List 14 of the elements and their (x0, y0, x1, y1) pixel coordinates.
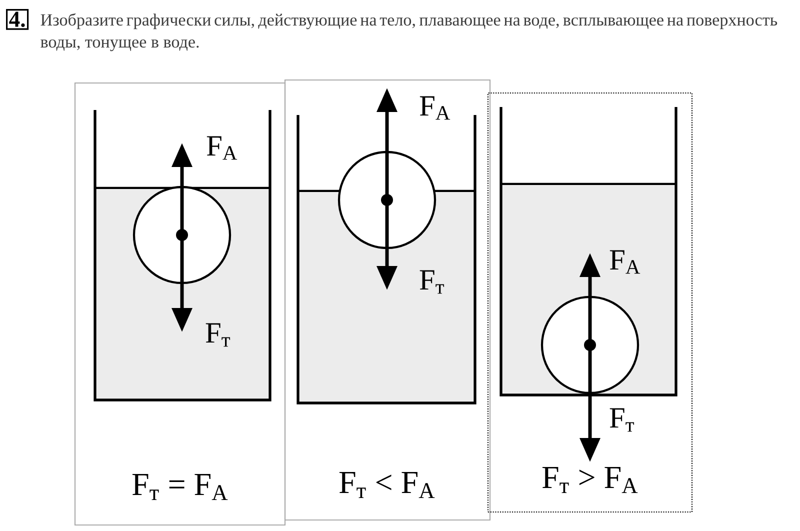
formula: F$_{т}$ > F$_{А}$ (542, 467, 638, 493)
task-text: Изобразите графически силы, действующие на тело, плавающее на воде, всплывающее на поверхность воды, тонущее в воде. (40, 13, 778, 52)
force-label: F$_{т}$ (206, 323, 230, 347)
panel (284, 79, 491, 521)
force-label: F$_{т}$ (610, 408, 634, 432)
panel (487, 92, 693, 513)
force-label: F$_{А}$ (610, 250, 640, 274)
formula: F$_{т}$ < F$_{А}$ (339, 472, 435, 498)
force-label: F$_{А}$ (420, 96, 450, 120)
panel (74, 82, 286, 526)
formula: F$_{т}$ = F$_{А}$ (132, 474, 228, 500)
force-label: F$_{т}$ (420, 270, 444, 294)
force-label: F$_{А}$ (206, 136, 238, 160)
task-number: 4. (6, 9, 29, 30)
